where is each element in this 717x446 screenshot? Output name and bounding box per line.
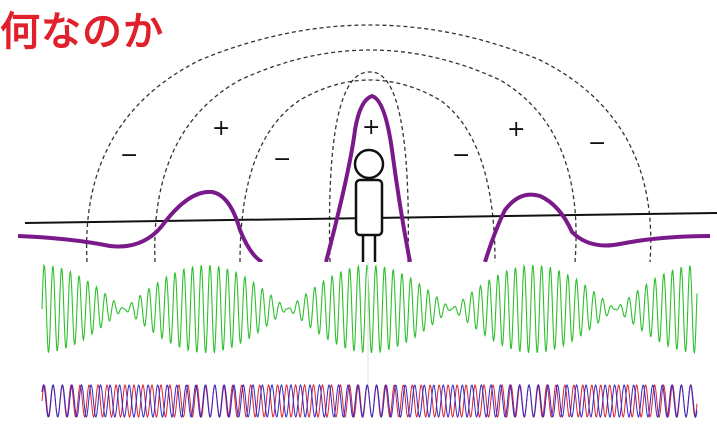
field-line-outer: [85, 24, 652, 263]
page-title: 何なのか: [0, 9, 164, 55]
person-icon: [353, 148, 385, 262]
field-line-center: [328, 71, 409, 263]
field-lines: [85, 24, 652, 263]
field-line-third: [239, 79, 496, 263]
sign-left-minus-outer: −: [120, 143, 138, 168]
sign-left-minus-inner: −: [273, 147, 291, 172]
field-line-second: [154, 49, 577, 263]
sign-right-minus-outer: −: [588, 131, 606, 156]
sign-center-plus: +: [362, 115, 380, 140]
field-curve: [17, 93, 711, 264]
sign-right-plus: +: [507, 117, 525, 142]
sign-right-minus-inner: −: [452, 143, 470, 168]
sign-left-plus: +: [212, 116, 230, 141]
beat-wave: [41, 263, 698, 355]
lower-panel-background: [0, 262, 717, 446]
wave-b: [41, 383, 698, 419]
